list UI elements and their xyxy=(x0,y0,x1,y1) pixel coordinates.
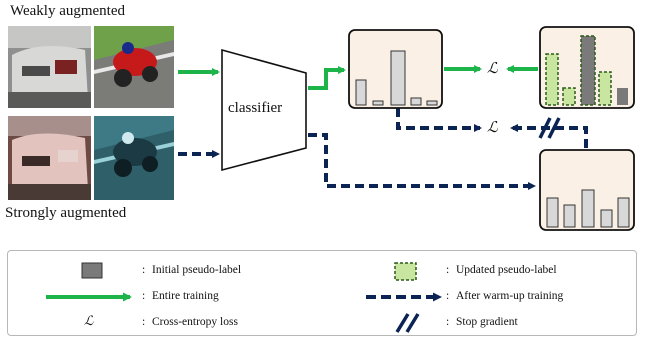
stop-gradient-icon xyxy=(538,117,561,139)
navy-arrow-bottom-to-loss xyxy=(510,124,588,148)
weak-caption: Weakly augmented xyxy=(10,3,125,19)
legend-colon-4: : xyxy=(446,290,450,302)
legend-ce-label: Cross-entropy loss xyxy=(152,316,238,328)
legend-colon-1: : xyxy=(142,264,146,276)
legend-colon-3: : xyxy=(142,290,146,302)
legend-initial-label: Initial pseudo-label xyxy=(152,264,242,276)
updated-pseudo-label-swatch xyxy=(394,262,417,281)
navy-arrow-to-bottom-panel xyxy=(308,133,536,190)
green-arrow-to-panel xyxy=(308,66,346,90)
legend-entire-label: Entire training xyxy=(152,290,219,302)
legend xyxy=(7,250,637,336)
loss-symbol-top: ℒ xyxy=(487,61,498,77)
legend-colon-6: : xyxy=(446,316,450,328)
legend-loss-symbol: ℒ xyxy=(84,313,94,328)
double-slash-icon xyxy=(395,313,420,333)
updated-pseudo-label-panel xyxy=(539,26,635,109)
initial-pseudo-label-panel xyxy=(348,29,443,109)
legend-stop-label: Stop gradient xyxy=(456,316,518,328)
strong-car-image xyxy=(8,116,91,200)
diagram-canvas xyxy=(8,26,635,231)
legend-warmup-label: After warm-up training xyxy=(456,290,564,302)
classifier-label: classifier xyxy=(228,100,283,116)
weak-motorcycle-image xyxy=(94,26,174,108)
legend-colon-2: : xyxy=(446,264,450,276)
loss-symbol-bottom: ℒ xyxy=(487,120,498,136)
classifier-block xyxy=(221,48,307,172)
navy-arrow-panel-to-loss xyxy=(396,108,482,132)
legend-colon-5: : xyxy=(142,316,146,328)
strong-motorcycle-image xyxy=(94,116,174,200)
weak-car-image xyxy=(8,26,91,108)
initial-pseudo-label-swatch xyxy=(81,262,103,279)
legend-symbols xyxy=(46,262,442,333)
strong-prediction-panel xyxy=(539,149,635,231)
legend-updated-label: Updated pseudo-label xyxy=(456,264,557,276)
strong-caption: Strongly augmented xyxy=(5,205,127,221)
